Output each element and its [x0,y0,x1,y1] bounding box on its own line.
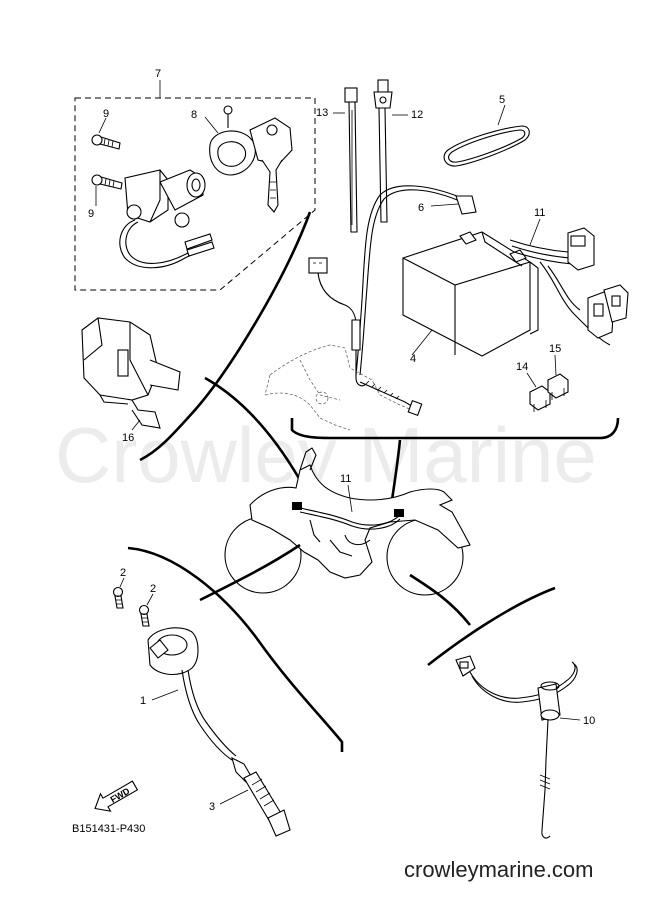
callout-4: 4 [410,353,416,365]
bolt [359,381,416,409]
callout-1: 1 [140,695,146,707]
callout-10: 10 [583,715,595,727]
callout-13: 13 [316,107,328,119]
part-13-cable-tie [344,87,358,233]
part-1-ignition-coil [147,627,237,761]
motorcycle-silhouette [224,447,471,596]
bracket-line-upper-right [290,417,620,440]
group-box-7 [74,97,316,291]
leader-lower-left [199,543,301,602]
callout-11-center: 11 [340,473,351,485]
diagram-code: B151431-P430 [72,823,146,835]
ignition-coil-group: 2 2 1 3 FWD [94,567,291,837]
callout-12: 12 [411,109,423,121]
callout-3: 3 [209,801,215,813]
site-watermark[interactable]: crowleymarine.com [404,857,594,882]
battery-group: 13 12 5 6 [264,79,629,501]
part-10-neutral-switch [455,655,578,839]
callout-15: 15 [549,343,561,355]
callout-11-upper: 11 [534,207,545,219]
part-15-fuse [547,373,569,400]
part-14-fuse [529,385,551,412]
part-2-screw-right [138,604,150,627]
ignition-switch-body [119,169,215,269]
part-4-battery [402,231,539,357]
bracket-line-upper-left [139,211,312,462]
callout-2-left: 2 [120,567,126,579]
part-6-battery-terminal [455,195,477,215]
callout-16: 16 [122,432,134,444]
callout-14: 14 [516,361,528,373]
frame-outline-dotted [264,344,413,431]
part-9-screw-upper [91,134,121,150]
part-2-screw-left [112,586,124,609]
callout-6: 6 [418,202,424,214]
callout-8: 8 [191,109,197,121]
part-11-fuse-harness [509,227,629,346]
callout-9-upper: 9 [103,108,109,120]
part-5-battery-band [443,125,530,167]
callout-9-lower: 9 [88,208,94,220]
fwd-arrow-icon: FWD [94,780,139,812]
callout-5: 5 [499,94,505,106]
connector-plug [308,257,328,274]
bracket-line-lower-right [427,586,556,667]
leader-upper-left [204,376,302,481]
callout-2-right: 2 [150,583,156,595]
part-3-spark-plug-cap [231,756,291,837]
callout-7: 7 [155,68,161,80]
bracket-line-lower-left [127,546,344,752]
part-8-seat-lock [209,105,293,213]
main-switch-group-7: 7 9 9 [74,68,316,291]
part-9-screw-lower [91,174,123,190]
leader-upper-right [390,439,402,501]
part-16-switch-cover [81,317,181,429]
leader-lower-right [409,573,472,626]
